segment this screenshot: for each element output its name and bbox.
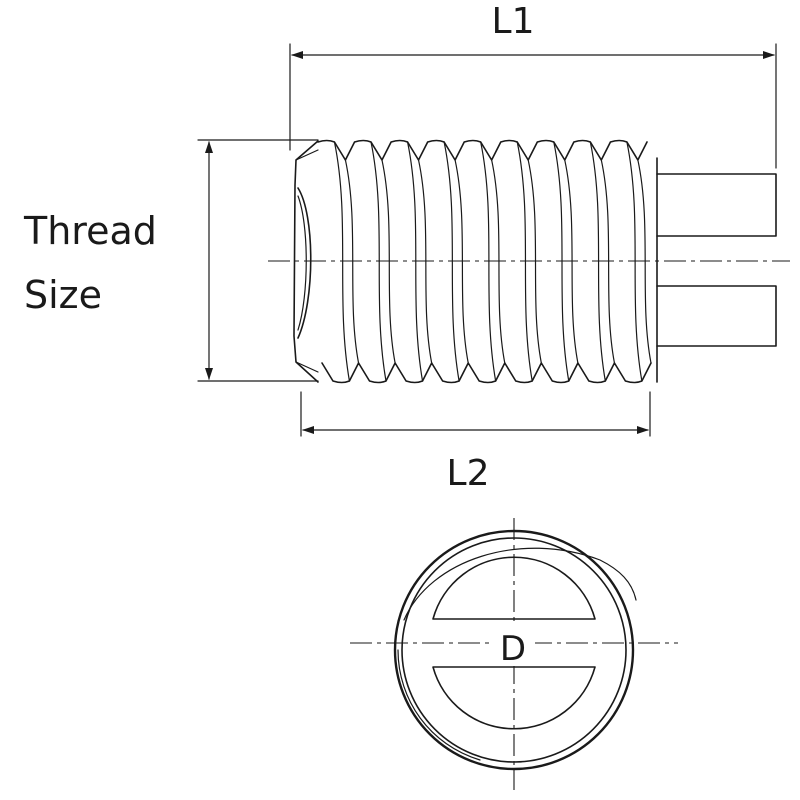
chamfer-outline xyxy=(293,140,319,383)
thread-size-label-line2: Size xyxy=(24,273,102,317)
thread-size-label-line1: Thread xyxy=(23,209,157,253)
thread-flank-root xyxy=(600,159,616,364)
thread-flank-root xyxy=(491,159,506,364)
thread-flank-root xyxy=(417,159,433,364)
d-label: D xyxy=(500,629,526,669)
thread-flank-root xyxy=(527,159,542,364)
l1-dimension xyxy=(289,43,777,169)
thread-profile-bottom xyxy=(321,362,652,384)
thread-top-edge xyxy=(317,139,648,161)
thread-flank-crest xyxy=(626,141,643,382)
thread-arc-upper xyxy=(403,547,637,621)
l1-label: L1 xyxy=(492,1,535,42)
l2-label: L2 xyxy=(447,453,490,494)
thread-size-dimension xyxy=(197,139,319,382)
upper-prong xyxy=(656,173,777,237)
thread-flank-crest xyxy=(589,141,606,382)
end-face-curve-inner xyxy=(297,195,307,331)
thread-profile-top xyxy=(317,139,648,161)
lower-half-disc xyxy=(432,666,596,730)
thread-flank-crest xyxy=(553,141,570,382)
thread-flank-root xyxy=(381,159,396,364)
thread-flank-root xyxy=(344,159,360,364)
thread-flank-crest xyxy=(516,141,533,382)
thread-flank-crest xyxy=(370,141,387,382)
chamfer-bottom-edge xyxy=(295,361,319,373)
side-view xyxy=(268,139,790,384)
chamfer-top-edge xyxy=(295,149,319,161)
thread-flank-crest xyxy=(406,141,424,382)
d-label-backdrop xyxy=(493,624,535,666)
thread-flank-root xyxy=(454,159,469,364)
thread-flank-crest xyxy=(480,141,497,382)
thread-arc-left xyxy=(397,649,481,761)
thread-bottom-edge xyxy=(321,362,652,384)
lower-prong xyxy=(656,285,777,347)
end-face-curve xyxy=(297,187,312,339)
thread-flank-root xyxy=(564,159,579,364)
thread-flank-crest xyxy=(443,141,460,382)
l2-dimension xyxy=(300,391,651,437)
thread-flanks xyxy=(333,141,652,382)
thread-flank-crest xyxy=(333,141,351,382)
thread-flank-root xyxy=(637,159,652,364)
upper-half-disc xyxy=(432,556,596,620)
